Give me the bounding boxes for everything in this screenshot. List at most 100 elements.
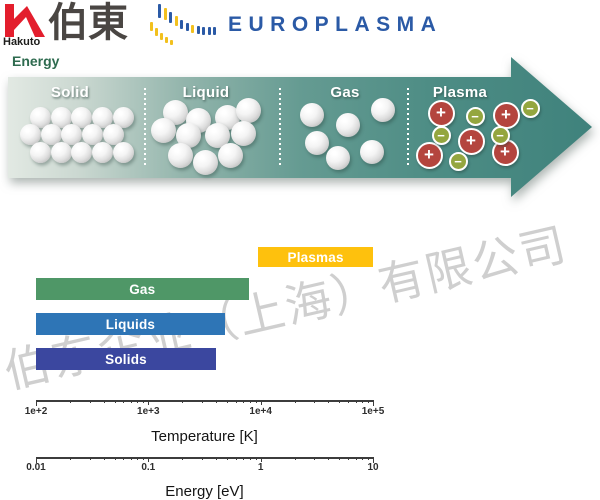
temperature-minor-tick-0-7 — [130, 400, 132, 403]
positive-ion-1: + — [492, 101, 520, 129]
energy-minor-tick-1-5 — [226, 457, 228, 460]
europlasma-mark-bar-14 — [165, 37, 168, 43]
temperature-minor-tick-2-8 — [362, 400, 364, 403]
europlasma-mark-bar-1 — [163, 8, 167, 20]
state-section-label-liquid: Liquid — [182, 84, 230, 101]
electron-3: − — [490, 125, 510, 145]
solid-particle-7 — [60, 123, 82, 145]
temperature-minor-tick-1-6 — [235, 400, 237, 403]
temperature-minor-tick-0-9 — [143, 400, 145, 403]
europlasma-mark-bar-13 — [160, 33, 163, 40]
temperature-minor-tick-0-3 — [89, 400, 91, 403]
energy-major-tick-3 — [373, 457, 374, 463]
energy-minor-tick-1-9 — [255, 457, 257, 460]
europlasma-mark-bar-8 — [202, 27, 205, 35]
temperature-major-tick-0 — [36, 400, 37, 406]
range-bar-gas: Gas — [36, 278, 249, 300]
temperature-minor-tick-0-6 — [123, 400, 125, 403]
temperature-major-tick-2 — [260, 400, 262, 405]
energy-axis-label: Energy — [12, 53, 60, 69]
solid-particle-3 — [91, 106, 113, 128]
gas-particle-1 — [336, 113, 360, 137]
europlasma-mark-bar-11 — [150, 22, 153, 31]
temperature-minor-tick-1-4 — [216, 400, 217, 403]
solid-particle-11 — [50, 141, 72, 163]
energy-minor-tick-0-3 — [89, 457, 91, 460]
state-section-label-gas: Gas — [330, 84, 360, 101]
hakuto-cjk-wordmark: 伯東 — [48, 1, 128, 45]
positive-ion-3: + — [415, 141, 443, 169]
arrow-shape — [8, 57, 592, 197]
europlasma-logo-icon — [150, 4, 220, 50]
electron-4: − — [448, 151, 468, 171]
solid-particle-4 — [112, 106, 134, 128]
temperature-tick-label-2: 1e+4 — [249, 405, 272, 417]
temperature-minor-tick-2-7 — [355, 400, 357, 403]
temperature-major-tick-3 — [373, 400, 374, 406]
europlasma-mark-bar-6 — [191, 25, 194, 33]
energy-minor-tick-2-8 — [362, 457, 364, 460]
energy-minor-tick-2-3 — [314, 457, 316, 460]
gas-particle-4 — [326, 146, 350, 170]
energy-minor-tick-2-2 — [294, 457, 296, 460]
solid-particle-13 — [91, 141, 113, 163]
temperature-major-tick-1 — [148, 400, 150, 405]
energy-major-tick-0 — [36, 457, 37, 463]
europlasma-mark-bar-4 — [180, 20, 183, 29]
energy-major-tick-1 — [148, 457, 150, 462]
temperature-tick-label-0: 1e+2 — [24, 405, 48, 417]
electron-2: − — [431, 125, 451, 145]
temperature-axis-line — [36, 400, 374, 402]
energy-tick-label-0: 0.01 — [26, 462, 46, 473]
europlasma-mark-bar-5 — [185, 23, 189, 31]
liquid-particle-9 — [192, 149, 218, 175]
energy-minor-tick-1-6 — [235, 457, 237, 460]
liquid-particle-8 — [167, 142, 193, 168]
solid-particle-9 — [102, 123, 124, 145]
liquid-particle-3 — [235, 97, 261, 123]
temperature-minor-tick-1-8 — [249, 400, 251, 403]
solid-particle-6 — [40, 123, 62, 145]
range-bar-plasmas: Plasmas — [258, 247, 373, 267]
temperature-minor-tick-1-7 — [243, 400, 245, 403]
europlasma-mark-bar-10 — [213, 27, 216, 35]
hakuto-logo-icon — [5, 4, 45, 37]
energy-axis-line — [36, 457, 374, 459]
europlasma-mark-bar-2 — [169, 12, 172, 23]
solid-particle-10 — [29, 141, 51, 163]
energy-minor-tick-2-6 — [348, 457, 350, 460]
energy-minor-tick-0-9 — [143, 457, 145, 460]
solid-particle-0 — [29, 106, 51, 128]
energy-axis-title: Energy [eV] — [165, 483, 244, 500]
solid-particle-2 — [70, 106, 92, 128]
gas-particle-5 — [360, 140, 384, 164]
energy-minor-tick-1-3 — [201, 457, 203, 460]
temperature-minor-tick-2-5 — [339, 400, 341, 403]
europlasma-mark-bar-12 — [155, 28, 158, 36]
gas-particle-0 — [300, 103, 324, 127]
temperature-minor-tick-0-2 — [69, 400, 71, 403]
solid-particle-1 — [50, 106, 72, 128]
temperature-minor-tick-1-3 — [201, 400, 203, 403]
europlasma-mark-bar-9 — [207, 27, 211, 35]
europlasma-mark-bar-3 — [174, 16, 178, 26]
gas-particle-3 — [305, 131, 329, 155]
energy-tick-label-1: 0.1 — [141, 462, 156, 473]
temperature-minor-tick-2-2 — [294, 400, 296, 403]
energy-minor-tick-2-5 — [339, 457, 341, 460]
temperature-tick-label-1: 1e+3 — [137, 405, 160, 417]
energy-minor-tick-0-6 — [123, 457, 125, 460]
state-section-label-plasma: Plasma — [432, 84, 488, 101]
energy-minor-tick-2-9 — [367, 457, 369, 460]
temperature-minor-tick-0-8 — [137, 400, 139, 403]
temperature-minor-tick-1-2 — [182, 400, 184, 403]
electron-1: − — [520, 98, 540, 118]
watermark: 伯东企业（上海）有限公司 — [0, 217, 573, 399]
energy-minor-tick-1-8 — [249, 457, 251, 460]
energy-minor-tick-1-7 — [243, 457, 245, 460]
hakuto-wordmark: Hakuto — [3, 36, 41, 48]
energy-minor-tick-0-4 — [103, 457, 105, 460]
energy-minor-tick-0-7 — [130, 457, 132, 460]
energy-tick-label-3: 10 — [367, 462, 379, 473]
